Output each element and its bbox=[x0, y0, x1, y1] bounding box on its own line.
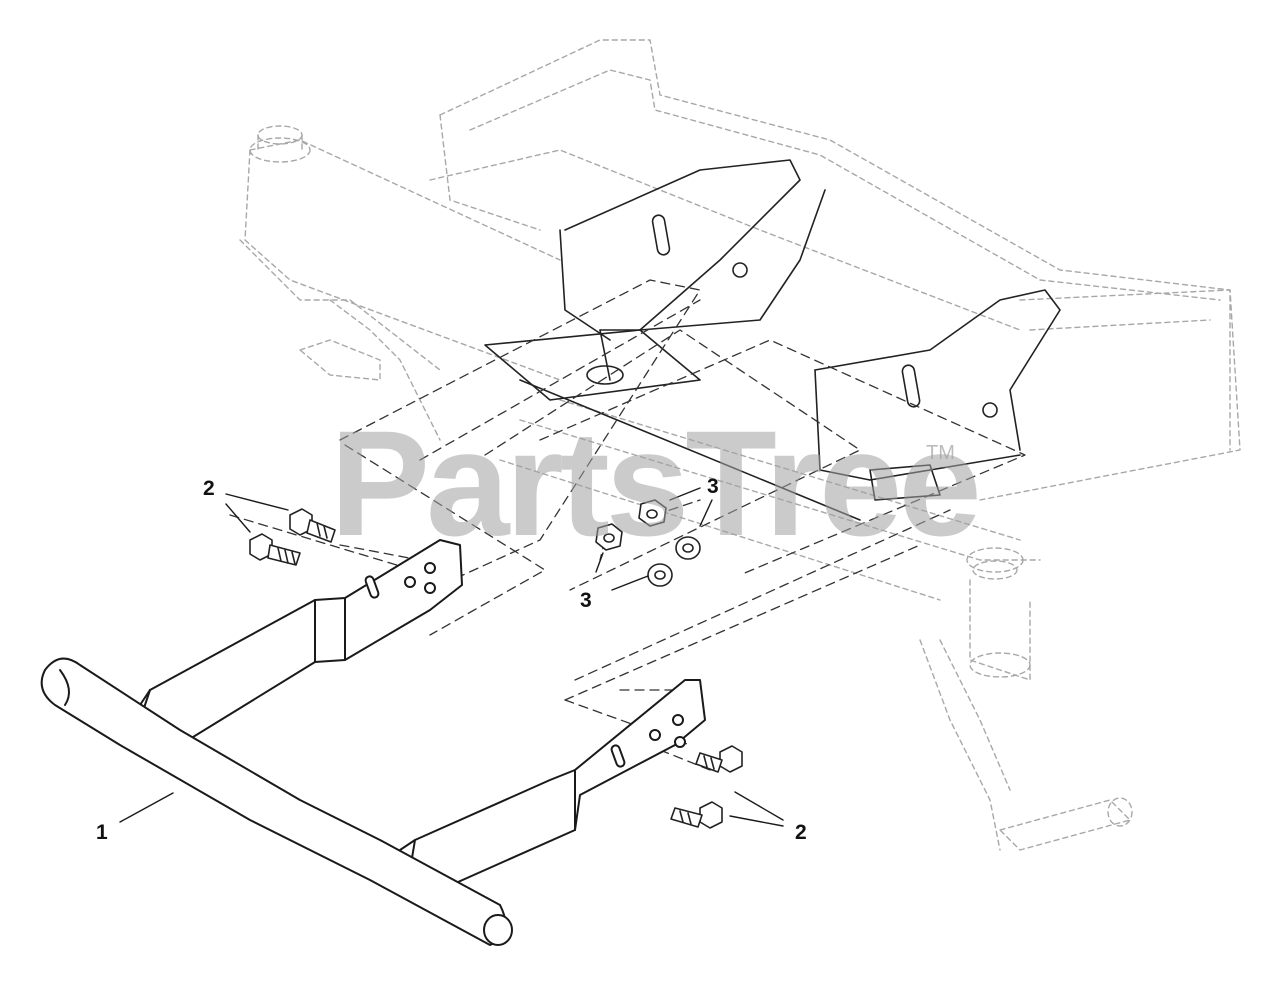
hex-bolt-lower-lower bbox=[670, 801, 723, 829]
leader-lines bbox=[119, 487, 784, 827]
hex-nut-center bbox=[638, 499, 667, 527]
partstree-watermark: PartsTree bbox=[330, 399, 982, 567]
front-bumper bbox=[40, 539, 706, 946]
hex-nut-right bbox=[675, 536, 701, 560]
callout-2-lower: 2 bbox=[795, 821, 807, 844]
hex-bolt-upper-left bbox=[249, 533, 301, 566]
mounting-bracket-right bbox=[519, 289, 1061, 521]
assembly-guide-lines bbox=[229, 279, 1026, 771]
callout-3-upper: 3 bbox=[707, 475, 719, 498]
hex-nut-left bbox=[595, 523, 623, 551]
mounting-bracket-left bbox=[484, 159, 826, 401]
hex-bolt-upper-right bbox=[289, 508, 336, 543]
callout-3-lower: 3 bbox=[580, 589, 592, 612]
hex-nut-lower bbox=[647, 563, 673, 587]
hex-bolt-lower-upper bbox=[695, 745, 743, 773]
trademark-symbol: TM bbox=[926, 442, 955, 464]
callout-2-upper: 2 bbox=[203, 477, 215, 500]
mower-frame-ghost bbox=[239, 39, 1241, 851]
callout-1: 1 bbox=[96, 821, 108, 844]
